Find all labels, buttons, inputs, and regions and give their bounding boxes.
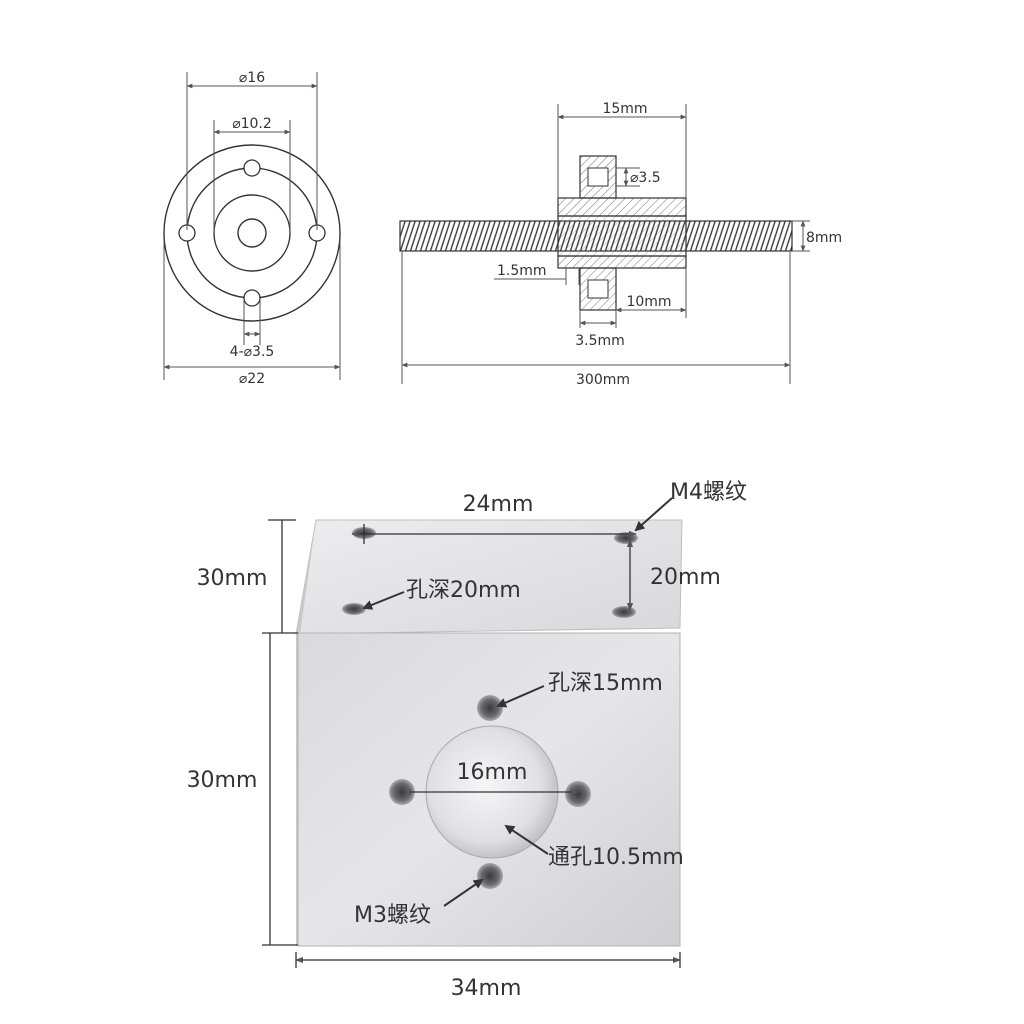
dim-hub-length: 15mm bbox=[602, 101, 647, 117]
front-hole-top bbox=[477, 695, 503, 721]
flange-hole-bottom bbox=[243, 289, 261, 307]
dim-rod-length: 300mm bbox=[576, 372, 630, 388]
label-front-thread: M3螺纹 bbox=[354, 903, 431, 928]
nut-core bbox=[557, 215, 687, 257]
label-top-depth: 孔深20mm bbox=[406, 578, 521, 603]
label-front-depth: 孔深15mm bbox=[548, 671, 663, 696]
label-through-hole: 通孔10.5mm bbox=[548, 845, 684, 870]
label-top-thread: M4螺纹 bbox=[670, 480, 747, 505]
hub-circle bbox=[213, 194, 291, 272]
dim-block-width: 34mm bbox=[451, 976, 522, 1001]
block-top-face bbox=[295, 519, 683, 635]
dim-outer: ⌀22 bbox=[239, 371, 265, 387]
bolt-circle bbox=[186, 167, 318, 299]
nut-lower-section bbox=[557, 255, 687, 269]
dim-holes: 4-⌀3.5 bbox=[230, 344, 275, 360]
bore-circle bbox=[237, 218, 267, 248]
flange-hole-top bbox=[243, 159, 261, 177]
flange-bottom-hole bbox=[587, 279, 609, 299]
flange-outer-circle bbox=[163, 144, 341, 322]
top-hole-4 bbox=[612, 606, 636, 618]
dim-hub: ⌀10.2 bbox=[232, 116, 272, 132]
flange-top-hole bbox=[587, 167, 609, 187]
dim-flange-thickness: 3.5mm bbox=[575, 333, 625, 349]
dim-front-height: 30mm bbox=[187, 768, 258, 793]
front-hole-bottom bbox=[477, 863, 503, 889]
dim-flange-hole: ⌀3.5 bbox=[630, 170, 661, 186]
front-hole-right bbox=[565, 781, 591, 807]
dim-top-offset: 20mm bbox=[650, 565, 721, 590]
flange-front-view: ⌀16 ⌀10.2 4-⌀3.5 ⌀22 bbox=[163, 70, 341, 387]
nut-block: 24mm M4螺纹 20mm 孔深20mm 30mm 30mm 孔深15mm 1… bbox=[187, 480, 747, 1001]
dim-top-height: 30mm bbox=[197, 566, 268, 591]
dim-top-spacing: 24mm bbox=[463, 492, 534, 517]
front-hole-left bbox=[389, 779, 415, 805]
dim-bolt-circle: ⌀16 bbox=[239, 70, 265, 86]
nut-upper-section bbox=[557, 197, 687, 217]
block-left-edge bbox=[296, 520, 316, 946]
top-hole-3 bbox=[342, 603, 366, 615]
dim-step: 1.5mm bbox=[497, 263, 547, 279]
dim-rod-dia: 8mm bbox=[806, 230, 842, 246]
dim-shoulder: 10mm bbox=[626, 294, 671, 310]
dim-bore-dia: 16mm bbox=[457, 760, 528, 785]
flange-side-view: 15mm ⌀3.5 8mm 1.5mm 10mm 3.5mm 300mm bbox=[399, 101, 842, 388]
